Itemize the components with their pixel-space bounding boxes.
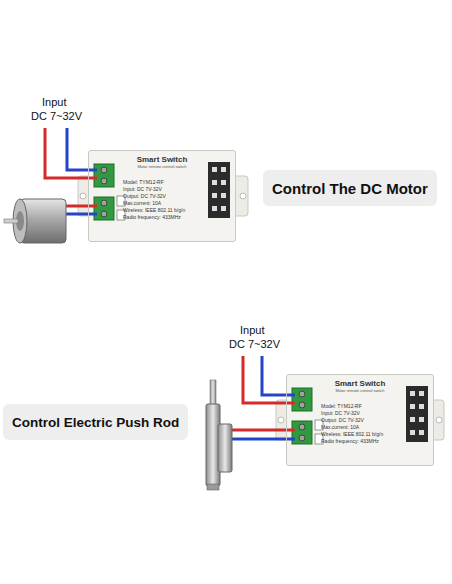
caption-box: Control The DC Motor: [263, 170, 437, 206]
module-spec: Wireless: IEEE 802.11 b/g/n: [123, 208, 185, 214]
caption-box: Control Electric Push Rod: [3, 404, 188, 440]
module-spec: Radio frequency: 433MHz: [321, 439, 379, 445]
red-wire: [243, 356, 295, 403]
smart-switch-module: Smart SwitchMotor remote control switchM…: [88, 150, 236, 242]
module-spec: Motor remote control switch: [287, 389, 433, 394]
blue-wire: [67, 128, 97, 170]
module-title: Smart Switch: [89, 155, 235, 164]
module-spec: Model: TYM12-RF: [123, 180, 164, 186]
module-spec: Wireless: IEEE 802.11 b/g/n: [321, 432, 383, 438]
input-label: DC 7~32V: [229, 338, 280, 350]
module-spec: Input: DC 7V-32V: [123, 187, 162, 193]
module-title: Smart Switch: [287, 379, 433, 388]
module-spec: Output: DC 7V-32V: [123, 194, 166, 200]
switch-housing: [276, 374, 444, 466]
module-spec: Model: TYM12-RF: [321, 404, 362, 410]
input-label: Input: [42, 96, 66, 108]
switch-housing: [78, 150, 248, 242]
module-spec: Max.current: 10A: [321, 425, 359, 431]
blue-wire: [262, 356, 295, 395]
smart-switch-module: Smart SwitchMotor remote control switchM…: [286, 374, 434, 466]
caption-text: Control The DC Motor: [272, 180, 428, 197]
module-spec: Radio frequency: 433MHz: [123, 215, 181, 221]
module-spec: Max.current: 10A: [123, 201, 161, 207]
electric-push-rod: [206, 380, 295, 490]
red-wire: [45, 128, 97, 178]
input-label: DC 7~32V: [31, 110, 82, 122]
caption-text: Control Electric Push Rod: [12, 415, 179, 430]
module-spec: Input: DC 7V-32V: [321, 411, 360, 417]
input-label: Input: [240, 324, 264, 336]
module-spec: Motor remote control switch: [89, 165, 235, 170]
dc-motor: [4, 199, 97, 243]
module-spec: Output: DC 7V-32V: [321, 418, 364, 424]
